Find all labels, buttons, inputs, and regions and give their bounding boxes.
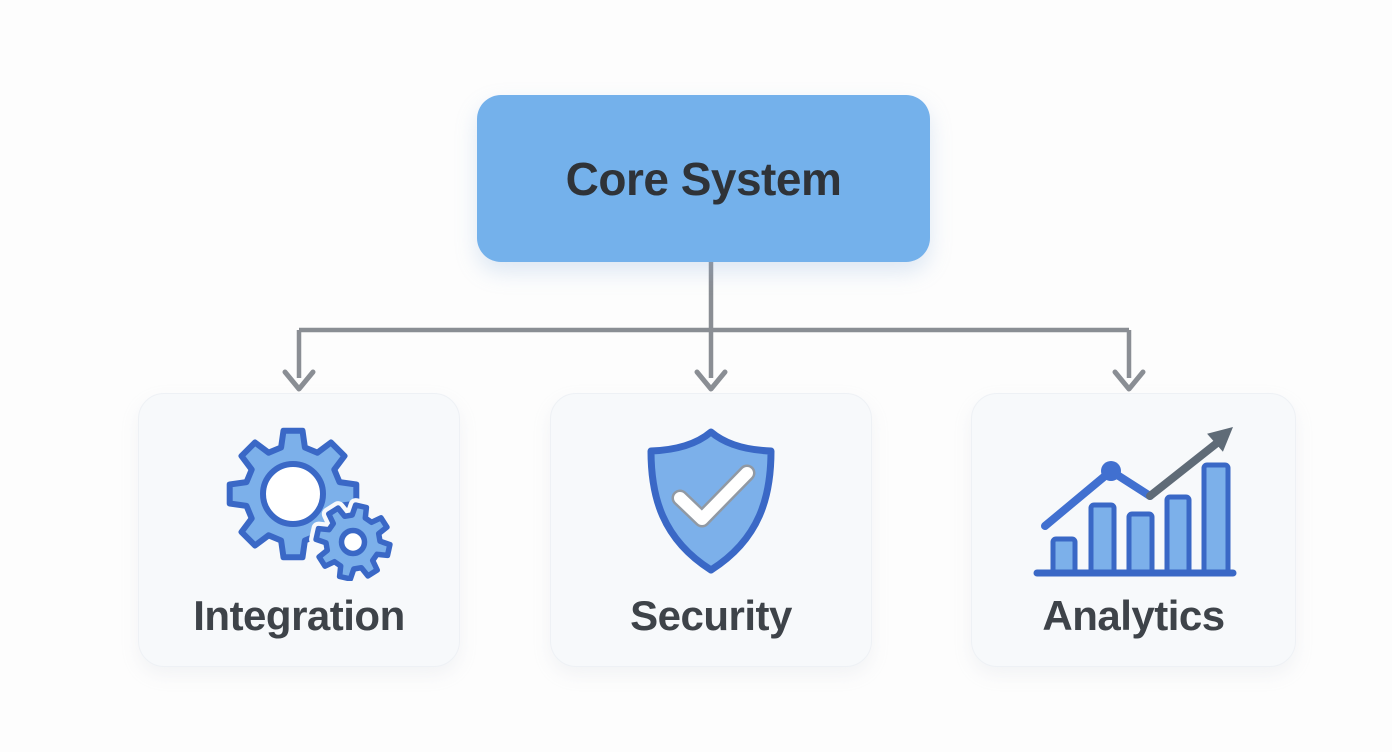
- node-security: Security: [550, 393, 872, 667]
- node-integration: Integration: [138, 393, 460, 667]
- arrowhead-center-icon: [694, 369, 728, 392]
- shield-check-icon: [647, 428, 775, 574]
- gears-icon: [226, 427, 394, 581]
- node-analytics-label: Analytics: [1042, 592, 1225, 639]
- arrowhead-right-icon: [1112, 369, 1146, 392]
- node-analytics: Analytics: [971, 393, 1296, 667]
- node-security-label: Security: [630, 592, 792, 639]
- growth-chart-icon: [1033, 426, 1236, 576]
- node-core-system: Core System: [477, 95, 930, 262]
- node-core-system-label: Core System: [565, 152, 842, 205]
- node-integration-label: Integration: [193, 592, 405, 639]
- arrowhead-left-icon: [282, 369, 316, 392]
